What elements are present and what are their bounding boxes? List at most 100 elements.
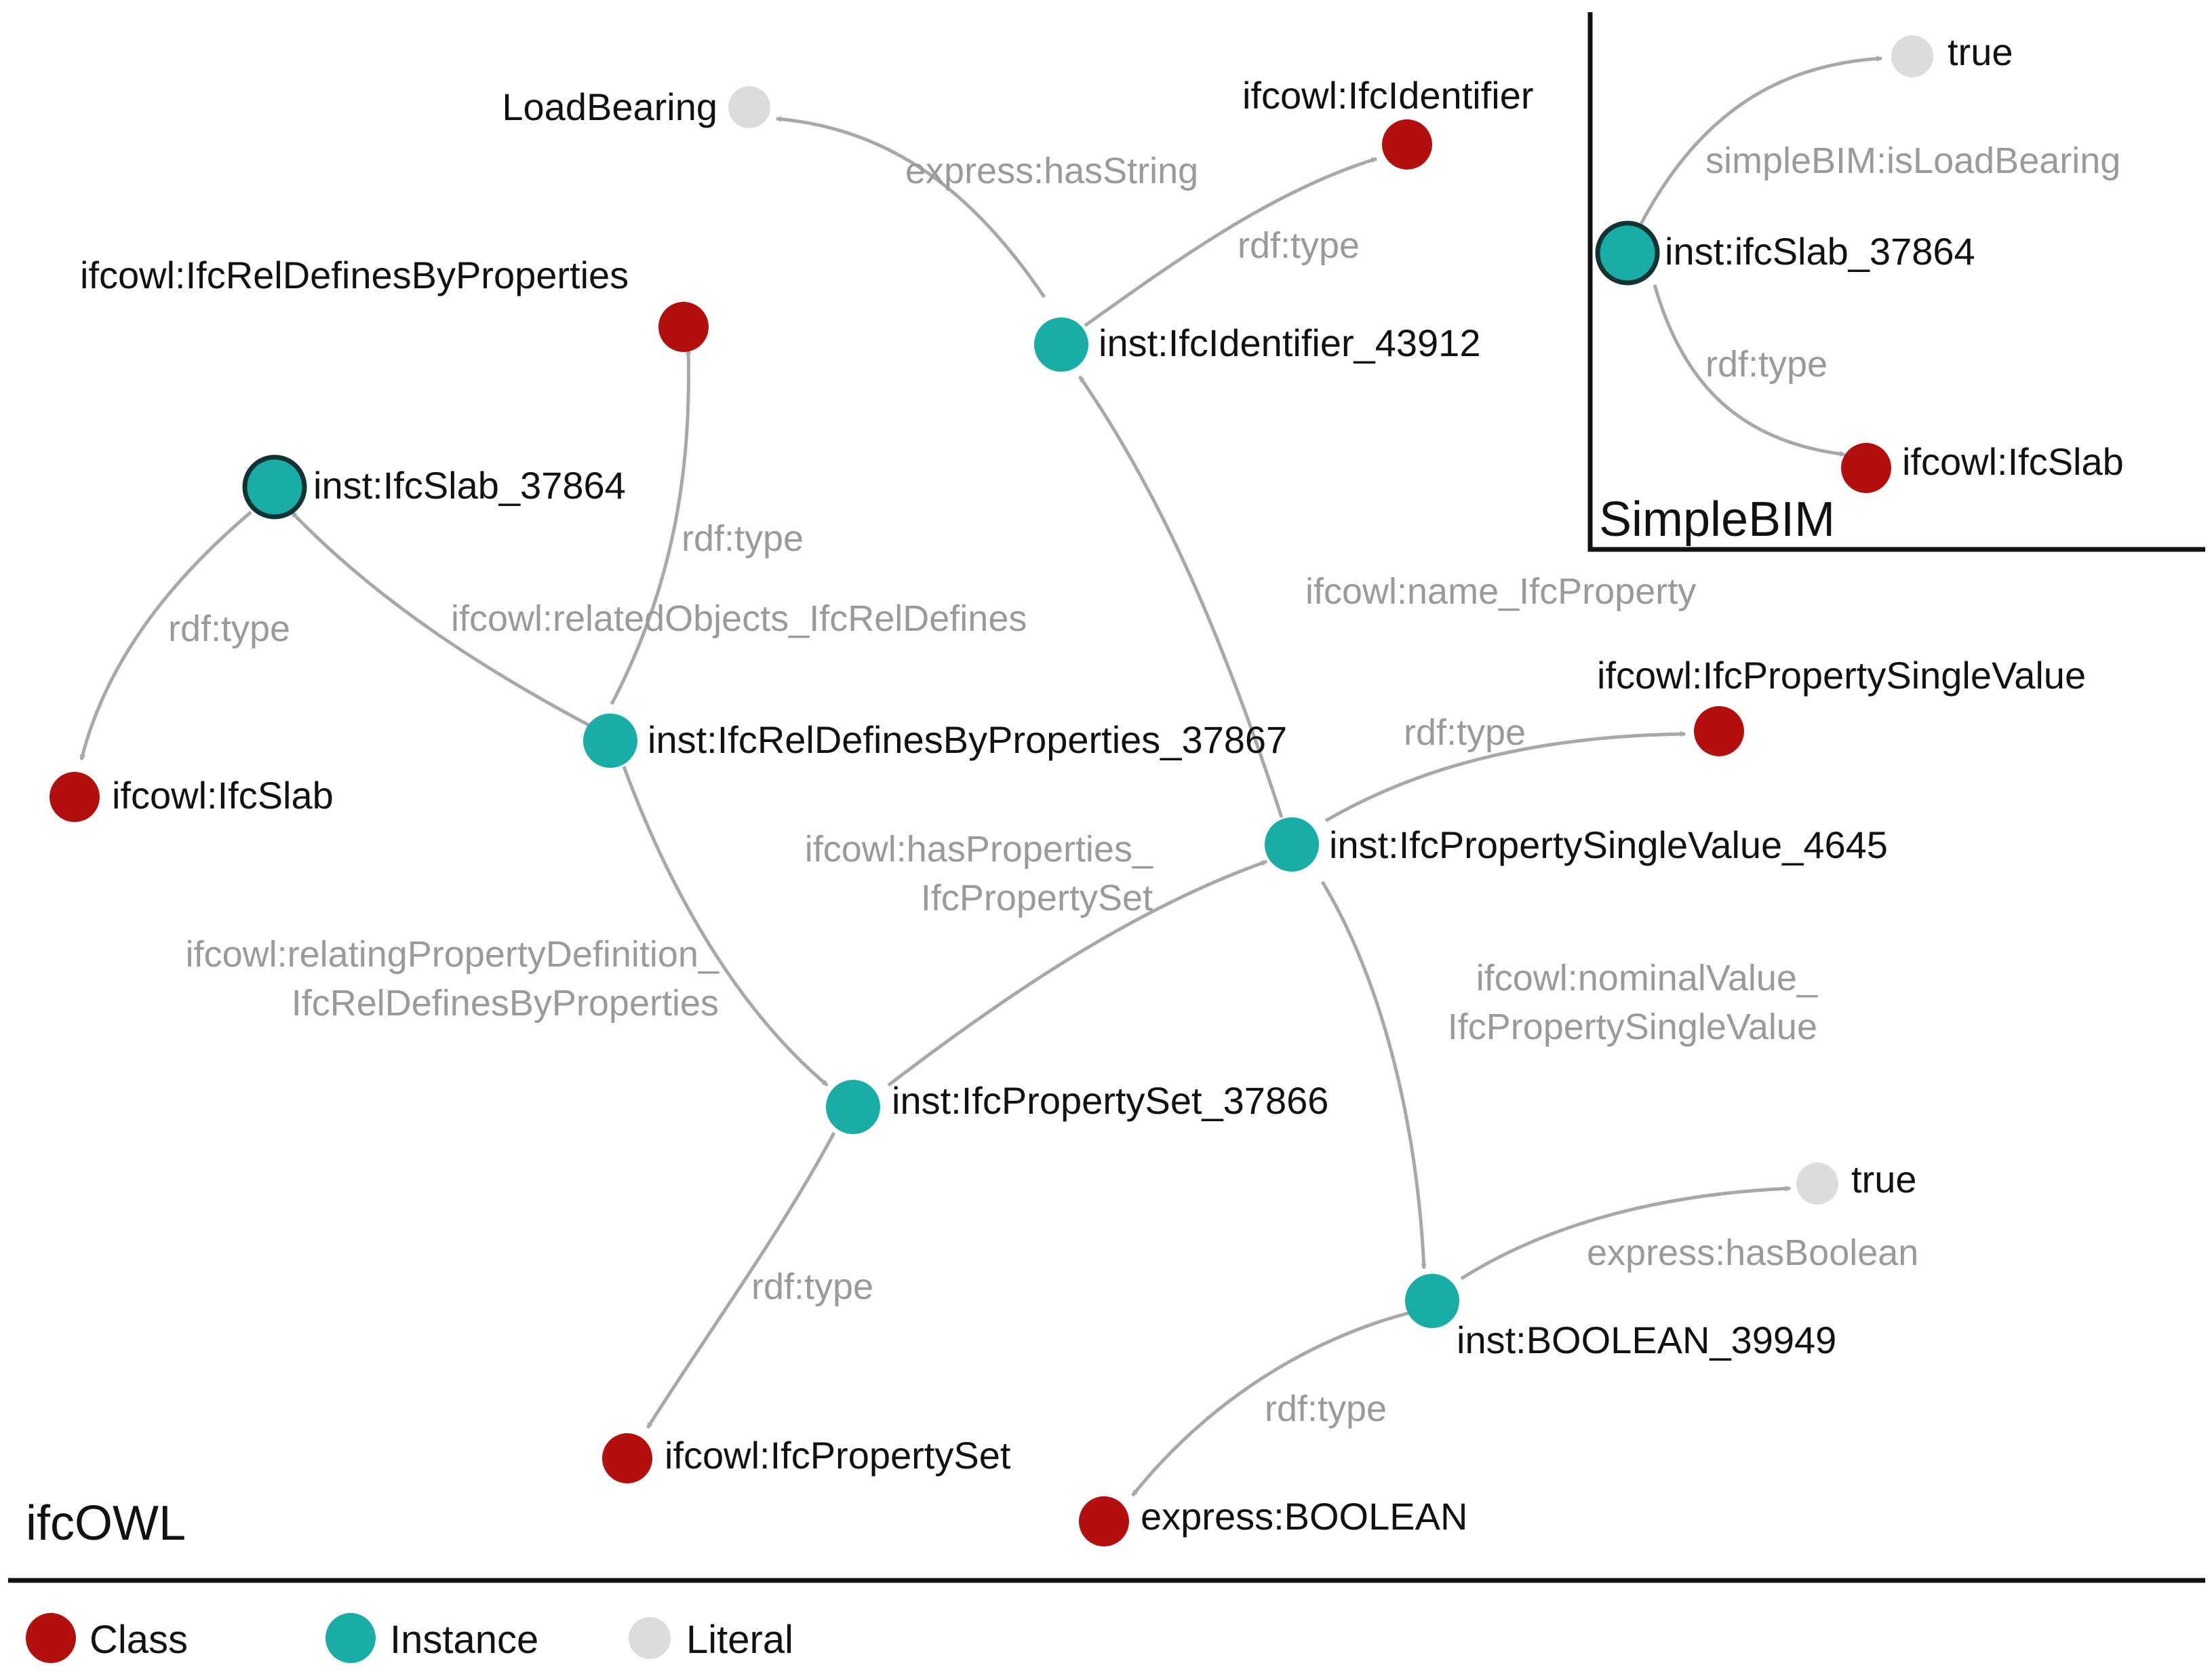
node-true-literal: true — [1796, 1158, 1917, 1205]
instance-node-marker — [242, 454, 307, 520]
edge-label-line: rdf:type — [1265, 1388, 1387, 1429]
edge-boolean-rdf-type — [1131, 1310, 1411, 1497]
instance-node-marker — [826, 1080, 880, 1134]
legend-label: Literal — [686, 1618, 793, 1662]
node-label: inst:IfcSlab_37864 — [313, 464, 626, 507]
node-ifcslab-class: ifcowl:IfcSlab — [50, 772, 334, 822]
node-label: ifcowl:IfcPropertySingleValue — [1597, 654, 2086, 697]
edge-label: rdf:type — [168, 608, 290, 649]
instance-node-marker — [1405, 1274, 1459, 1328]
instance-node-marker — [1595, 220, 1660, 286]
edge-express-hasboolean — [1460, 1188, 1790, 1281]
edge-name-ifcproperty — [1078, 375, 1284, 818]
node-ifcidentifier-inst: inst:IfcIdentifier_43912 — [1034, 317, 1480, 372]
instance-node-marker — [583, 714, 637, 768]
edges-layer — [79, 58, 1882, 1497]
edge-labels: express:hasString rdf:type rdf:type ifco… — [168, 140, 2120, 1429]
edge-label: ifcowl:hasProperties_IfcPropertySet — [805, 829, 1153, 918]
node-simplebim-slab-class: ifcowl:IfcSlab — [1841, 440, 2124, 493]
edge-psv-rdf-type — [1324, 734, 1685, 823]
node-label: ifcowl:IfcSlab — [1902, 440, 2124, 483]
nodes-layer: LoadBearing ifcowl:IfcIdentifier ifcowl:… — [50, 31, 2124, 1546]
legend: Class Instance Literal — [26, 1613, 793, 1663]
edge-label: ifcowl:name_IfcProperty — [1305, 571, 1696, 612]
edge-label: rdf:type — [1265, 1388, 1387, 1429]
edge-simplebim-isloadbearing — [1639, 58, 1882, 225]
node-label: inst:IfcRelDefinesByProperties_37867 — [648, 718, 1287, 761]
node-loadbearing: LoadBearing — [502, 85, 770, 128]
node-ifcidentifier-class: ifcowl:IfcIdentifier — [1242, 74, 1534, 170]
edge-label: rdf:type — [1404, 712, 1526, 753]
edge-label-line: ifcowl:relatingPropertyDefinition_ — [186, 934, 719, 975]
literal-node-marker — [728, 86, 770, 128]
node-label: inst:BOOLEAN_39949 — [1457, 1319, 1836, 1361]
class-node-marker — [602, 1433, 652, 1483]
edge-label: express:hasBoolean — [1587, 1232, 1918, 1273]
edge-label-line: IfcPropertySingleValue — [1448, 1007, 1817, 1047]
edge-label-line: rdf:type — [682, 518, 804, 559]
edge-label: rdf:type — [1705, 344, 1828, 385]
class-swatch — [26, 1613, 76, 1663]
edge-label: ifcowl:relatingPropertyDefinition_IfcRel… — [186, 934, 719, 1024]
class-node-marker — [1694, 706, 1744, 756]
edge-relating-property-definition — [622, 766, 829, 1087]
simplebim-panel-border — [1587, 12, 2205, 552]
edge-simplebim-rdf-type — [1653, 284, 1844, 454]
legend-label: Instance — [390, 1618, 538, 1662]
class-node-marker — [1079, 1496, 1129, 1546]
instance-node-marker — [1265, 817, 1319, 872]
edge-label-line: rdf:type — [168, 608, 290, 649]
instance-node-marker — [1034, 317, 1088, 372]
edge-label-line: rdf:type — [1705, 344, 1828, 385]
node-label: express:BOOLEAN — [1141, 1495, 1467, 1538]
simplebim-panel: SimpleBIM — [1587, 12, 2205, 552]
legend-item-class: Class — [26, 1613, 188, 1663]
edge-label: ifcowl:relatedObjects_IfcRelDefines — [451, 598, 1027, 639]
edge-has-properties — [887, 859, 1267, 1087]
node-simplebim-slab-inst: inst:ifcSlab_37864 — [1595, 220, 1975, 286]
node-boolean-inst: inst:BOOLEAN_39949 — [1405, 1274, 1836, 1361]
instance-swatch — [325, 1613, 376, 1663]
class-node-marker — [658, 302, 709, 352]
literal-node-marker — [1796, 1163, 1838, 1205]
node-label: true — [1948, 31, 2013, 73]
edge-label: rdf:type — [751, 1266, 873, 1307]
node-label: ifcowl:IfcRelDefinesByProperties — [80, 254, 629, 296]
simplebim-panel-title: SimpleBIM — [1599, 492, 1835, 547]
edge-reldefines-rdf-type — [610, 349, 689, 705]
node-ifcreldefines-class: ifcowl:IfcRelDefinesByProperties — [80, 254, 709, 352]
node-label: inst:IfcPropertySet_37866 — [892, 1079, 1328, 1122]
edge-identifier-rdf-type — [1084, 157, 1377, 328]
edge-label-line: express:hasString — [905, 151, 1198, 191]
node-pset-class: ifcowl:IfcPropertySet — [602, 1433, 1011, 1483]
ifcowl-panel-title: ifcOWL — [26, 1496, 186, 1551]
edge-label: simpleBIM:isLoadBearing — [1705, 140, 2120, 181]
edge-label: ifcowl:nominalValue_ IfcPropertySingleVal… — [1448, 958, 1818, 1047]
edge-label-line: express:hasBoolean — [1587, 1232, 1918, 1273]
edge-label-line: ifcowl:nominalValue_ — [1476, 958, 1818, 998]
node-reldefines-inst: inst:IfcRelDefinesByProperties_37867 — [583, 714, 1287, 768]
node-label: ifcowl:IfcSlab — [112, 774, 334, 817]
node-simplebim-true-literal: true — [1891, 31, 2013, 77]
literal-swatch — [629, 1617, 671, 1659]
edge-label-line: ifcowl:name_IfcProperty — [1305, 571, 1696, 612]
node-pset-inst: inst:IfcPropertySet_37866 — [826, 1079, 1328, 1134]
edge-label: rdf:type — [682, 518, 804, 559]
node-label: inst:ifcSlab_37864 — [1665, 230, 1975, 273]
literal-node-marker — [1891, 35, 1933, 77]
node-label: LoadBearing — [502, 85, 717, 128]
edge-slab-rdf-type — [79, 511, 252, 760]
legend-item-instance: Instance — [325, 1613, 538, 1663]
edge-express-hasstring — [776, 119, 1046, 298]
node-label: ifcowl:IfcIdentifier — [1242, 74, 1534, 117]
node-psv-class: ifcowl:IfcPropertySingleValue — [1597, 654, 2086, 756]
edge-label-line: rdf:type — [1238, 225, 1360, 266]
node-label: true — [1851, 1158, 1917, 1201]
edge-label-line: rdf:type — [751, 1266, 873, 1307]
edge-label: rdf:type — [1238, 225, 1360, 266]
node-label: inst:IfcPropertySingleValue_4645 — [1329, 823, 1888, 866]
edge-nominal-value — [1320, 880, 1424, 1268]
node-label: ifcowl:IfcPropertySet — [665, 1434, 1011, 1477]
legend-item-literal: Literal — [629, 1617, 793, 1662]
